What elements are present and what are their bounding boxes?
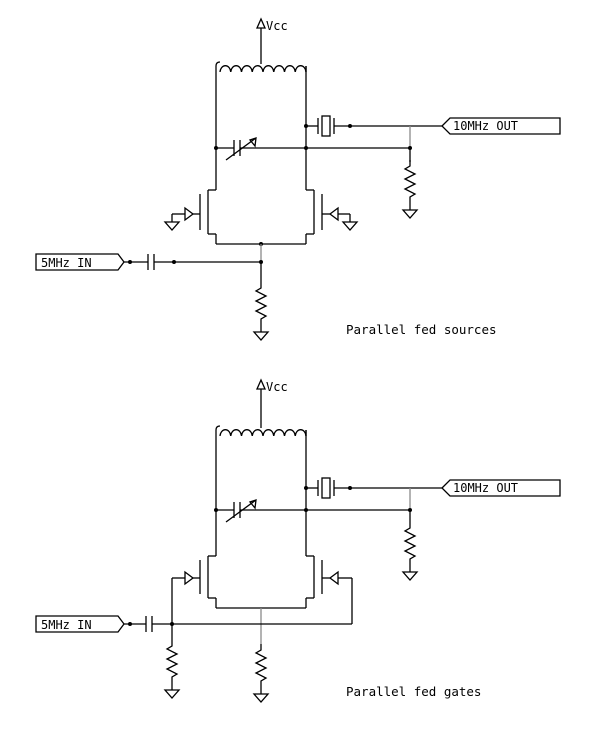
circuit-parallel-fed-sources: Vcc <box>35 18 561 341</box>
resistor-icon <box>404 159 416 203</box>
fet-icon <box>172 189 217 244</box>
supply-arrow-icon <box>256 379 266 428</box>
resistor-icon <box>255 281 267 325</box>
output-label: 10MHz OUT <box>453 119 518 133</box>
supply-label: Vcc <box>266 380 288 394</box>
variable-capacitor-icon <box>216 499 410 523</box>
caption: Parallel fed gates <box>346 684 481 699</box>
input-label: 5MHz IN <box>41 618 92 632</box>
supply-label: Vcc <box>266 19 288 33</box>
fet-icon <box>305 189 350 244</box>
ground-icon <box>164 213 180 231</box>
variable-capacitor-icon <box>216 137 410 161</box>
circuit-parallel-fed-gates: Vcc <box>35 379 561 703</box>
input-port: 5MHz IN <box>35 615 125 633</box>
capacitor-icon <box>124 254 261 270</box>
resistor-icon <box>404 521 416 565</box>
ground-icon <box>253 685 269 703</box>
output-label: 10MHz OUT <box>453 481 518 495</box>
ground-icon <box>402 563 418 581</box>
capacitor-icon <box>124 616 352 632</box>
supply-arrow-icon <box>256 18 266 64</box>
fet-icon <box>305 555 352 608</box>
crystal-icon <box>306 115 442 137</box>
resistor-icon <box>166 639 178 683</box>
ground-icon <box>253 323 269 341</box>
output-port: 10MHz OUT <box>441 117 561 135</box>
output-port: 10MHz OUT <box>441 479 561 497</box>
fet-icon <box>172 555 217 608</box>
ground-icon <box>342 213 358 231</box>
crystal-icon <box>306 477 442 499</box>
input-label: 5MHz IN <box>41 256 92 270</box>
ground-icon <box>164 681 180 699</box>
caption: Parallel fed sources <box>346 322 497 337</box>
ground-icon <box>402 201 418 219</box>
input-port: 5MHz IN <box>35 253 125 271</box>
resistor-icon <box>255 643 267 687</box>
